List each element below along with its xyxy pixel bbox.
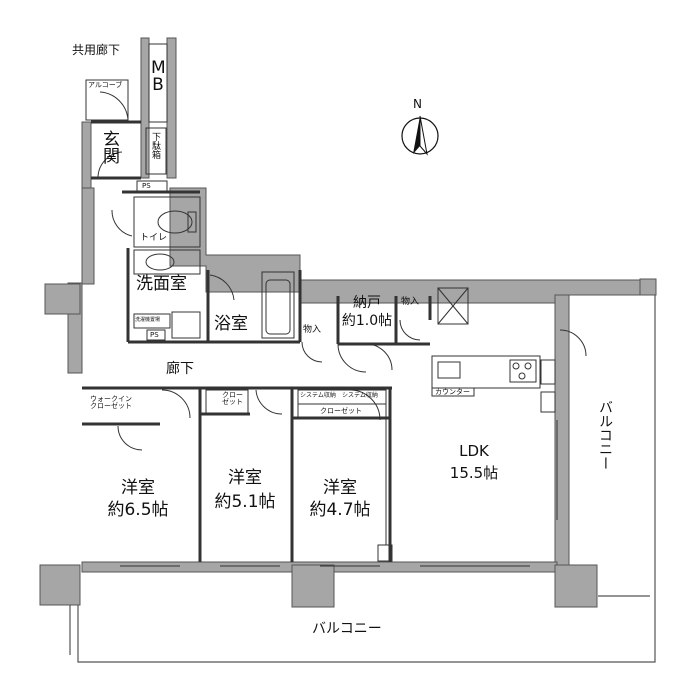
label-room3-size: 約4.7帖 <box>309 500 371 520</box>
label-ps-bottom: PS <box>150 331 159 339</box>
label-alcove: アルコーブ <box>88 81 123 89</box>
label-bathroom: 浴室 <box>214 314 248 334</box>
label-shared-corridor: 共用廊下 <box>72 43 121 57</box>
label-system-storage-1: システム収納 <box>300 392 336 399</box>
label-toilet: トイレ <box>140 233 168 243</box>
label-storage-nando-size: 約1.0帖 <box>341 313 393 329</box>
label-room3-name: 洋室 <box>323 478 357 498</box>
label-closet-small-1: 物入 <box>401 297 420 307</box>
label-north: N <box>413 97 422 111</box>
label-storage-nando: 納戸 <box>353 295 381 311</box>
label-washer: 洗濯機置場 <box>135 317 161 323</box>
label-ps-top: PS <box>142 182 151 190</box>
label-balcony-right: バルコニー <box>597 400 613 470</box>
interior-walls <box>82 120 432 562</box>
label-closet-mid: クローゼット <box>222 391 243 406</box>
label-system-storage-2: システム収納 <box>342 392 378 399</box>
label-balcony-bottom: バルコニー <box>312 621 382 637</box>
fixtures <box>85 43 587 567</box>
label-hallway: 廊下 <box>166 361 194 377</box>
label-closet-small-2: 物入 <box>303 325 322 335</box>
label-entrance: 玄関 <box>99 130 119 164</box>
label-mb: MB <box>151 58 166 95</box>
label-room1-name: 洋室 <box>121 478 155 498</box>
exterior-walls <box>39 37 657 608</box>
label-shoe-box: 下駄箱 <box>150 132 160 159</box>
north-arrow-icon <box>401 115 439 156</box>
label-closet-right: クローゼット <box>320 407 362 415</box>
label-room2-size: 約5.1帖 <box>214 492 276 512</box>
label-room2-name: 洋室 <box>228 468 262 488</box>
label-counter: カウンター <box>435 388 470 396</box>
label-walkin-closet: ウォークイン クローゼット <box>90 395 132 410</box>
label-ldk-name: LDK <box>459 442 489 460</box>
label-ldk-size: 15.5帖 <box>449 464 499 482</box>
label-room1-size: 約6.5帖 <box>107 500 169 520</box>
label-washroom: 洗面室 <box>136 274 187 294</box>
